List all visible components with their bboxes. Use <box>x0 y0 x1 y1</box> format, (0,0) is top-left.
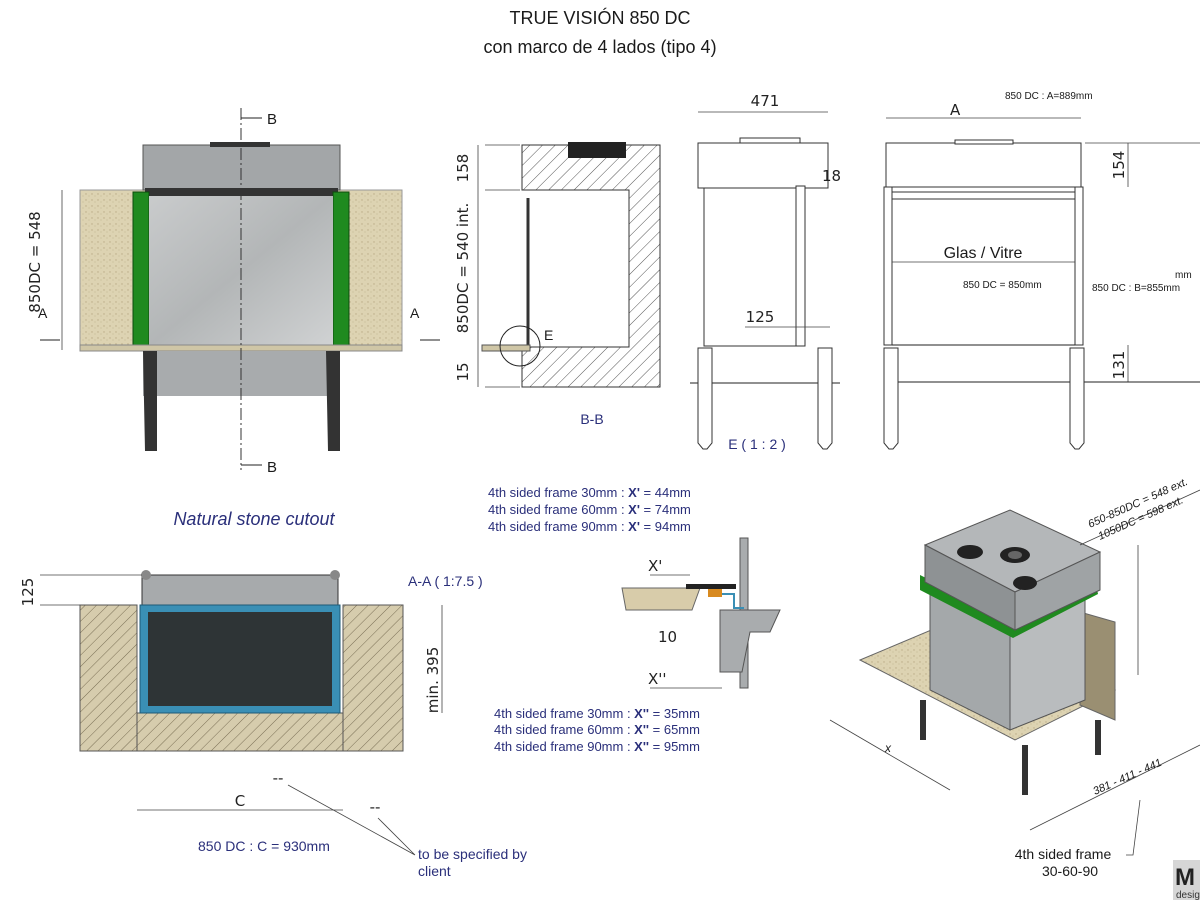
detail-scale-caption: E ( 1 : 2 ) <box>728 436 786 452</box>
depth-dimension: 125 <box>746 308 775 326</box>
b-note-fragment: mm <box>1175 270 1192 281</box>
c-note: 850 DC : C = 930mm <box>198 838 330 854</box>
c-label: C <box>235 792 245 810</box>
section-bb: 158 850DC = 540 int. 15 E B-B <box>454 142 661 427</box>
height-dimension: 850DC = 548 <box>26 211 44 312</box>
bottom-dimension-131: 131 <box>1110 351 1128 380</box>
x-double-row: 4th sided frame 90mm : X'' = 95mm <box>494 739 700 754</box>
x-prime-notes: 4th sided frame 30mm : X' = 44mm 4th sid… <box>488 485 691 534</box>
drawing-subtitle: con marco de 4 lados (tipo 4) <box>483 37 716 57</box>
width-dimension: 471 <box>751 92 780 110</box>
stone-cutout-section: Natural stone cutout 125 A-A ( 1:7.5 ) m… <box>19 509 527 879</box>
interior-height-dimension: 850DC = 540 int. <box>454 203 472 333</box>
client-note-line1: to be specified by <box>418 846 527 862</box>
logo-letter: M <box>1175 864 1195 891</box>
frame-label-2: 30-60-90 <box>1042 863 1098 879</box>
side-view: 471 18 125 E ( 1 : 2 ) <box>690 92 841 452</box>
client-note-line2: client <box>418 863 451 879</box>
cutout-top-dimension: 125 <box>19 578 37 607</box>
section-marker-a-right: A <box>410 305 420 321</box>
ten-dimension: 10 <box>658 628 677 646</box>
x-double-row: 4th sided frame 60mm : X'' = 65mm <box>494 722 700 737</box>
x-prime-label: X' <box>648 557 662 575</box>
clearance-dash-2: -- <box>370 798 381 816</box>
x-prime-row: 4th sided frame 90mm : X' = 94mm <box>488 519 691 534</box>
detail-marker-e: E <box>544 327 553 343</box>
isometric-view: x 650-850DC = 548 ext. 1050DC = 598 ext.… <box>829 476 1200 879</box>
front-dimensioned-view: 850 DC : A=889mm A Glas / Vitre 850 DC =… <box>883 91 1200 450</box>
x-prime-row: 4th sided frame 30mm : X' = 44mm <box>488 485 691 500</box>
detail-e: X' 10 X'' <box>621 537 781 689</box>
min-height-dimension: min. 395 <box>424 647 442 713</box>
a-note: 850 DC : A=889mm <box>1005 91 1093 102</box>
clearance-dash-1: -- <box>273 769 284 787</box>
glass-label: Glas / Vitre <box>944 245 1023 262</box>
b-note: 850 DC : B=855mm <box>1092 283 1180 294</box>
top-dimension: 158 <box>454 154 472 183</box>
section-aa-caption: A-A ( 1:7.5 ) <box>408 573 483 589</box>
m-design-logo: M design <box>1173 860 1200 900</box>
front-view: B B 850DC = 548 A A <box>26 108 440 476</box>
x-double-notes: 4th sided frame 30mm : X'' = 35mm 4th si… <box>494 706 700 754</box>
offset-dimension: 18 <box>822 167 841 185</box>
depth-dimensions: 381 - 411 - 441 <box>1091 757 1163 798</box>
x-dimension-label: x <box>884 741 892 755</box>
a-label: A <box>950 101 961 119</box>
bottom-dimension: 15 <box>454 362 472 381</box>
x-prime-row: 4th sided frame 60mm : X' = 74mm <box>488 502 691 517</box>
cutout-title: Natural stone cutout <box>173 509 335 529</box>
section-marker-a-left: A <box>38 305 48 321</box>
section-marker-b-bottom: B <box>267 459 277 476</box>
section-marker-b-top: B <box>267 111 277 128</box>
frame-label-1: 4th sided frame <box>1015 846 1112 862</box>
drawing-title: TRUE VISIÓN 850 DC <box>509 7 690 28</box>
logo-word: design <box>1176 890 1200 900</box>
x-double-row: 4th sided frame 30mm : X'' = 35mm <box>494 706 700 721</box>
top-dimension-154: 154 <box>1110 151 1128 180</box>
glass-note: 850 DC = 850mm <box>963 280 1042 291</box>
section-caption: B-B <box>580 411 603 427</box>
x-double-label: X'' <box>648 670 667 688</box>
